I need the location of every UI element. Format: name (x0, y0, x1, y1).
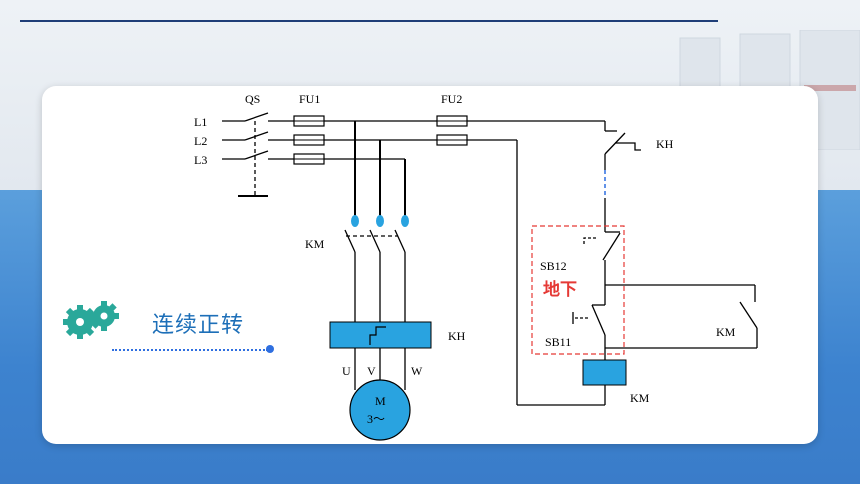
km-coil (582, 359, 627, 386)
title-underline (112, 349, 268, 351)
slide-title: 连续正转 (152, 313, 245, 338)
thermal-relay-kh (329, 321, 432, 349)
label-km-coil: KM (630, 391, 650, 405)
km-terminal-3 (401, 215, 409, 227)
km-terminal-2 (376, 215, 384, 227)
label-sb12: SB12 (540, 259, 567, 273)
label-fu2: FU2 (441, 92, 462, 106)
label-w: W (411, 364, 423, 378)
label-sb11: SB11 (545, 335, 571, 349)
label-l2: L2 (194, 134, 207, 148)
label-v: V (367, 364, 376, 378)
label-u: U (342, 364, 351, 378)
label-km-main: KM (305, 237, 325, 251)
label-kh-control: KH (656, 137, 674, 151)
label-qs: QS (245, 92, 260, 106)
title-underline-dot (266, 345, 274, 353)
motor (349, 379, 411, 441)
gear-icon (63, 301, 119, 339)
highlight-note: 地下 (543, 279, 577, 300)
label-km-aux: KM (716, 325, 736, 339)
km-terminal-1 (351, 215, 359, 227)
label-motor-m: M (375, 394, 386, 408)
label-kh-main: KH (448, 329, 466, 343)
label-l3: L3 (194, 153, 207, 167)
label-motor-phase: 3～ (367, 412, 385, 426)
content-card (42, 86, 818, 444)
highlight-box (531, 225, 625, 355)
label-l1: L1 (194, 115, 207, 129)
header-rule (20, 20, 718, 22)
label-fu1: FU1 (299, 92, 320, 106)
